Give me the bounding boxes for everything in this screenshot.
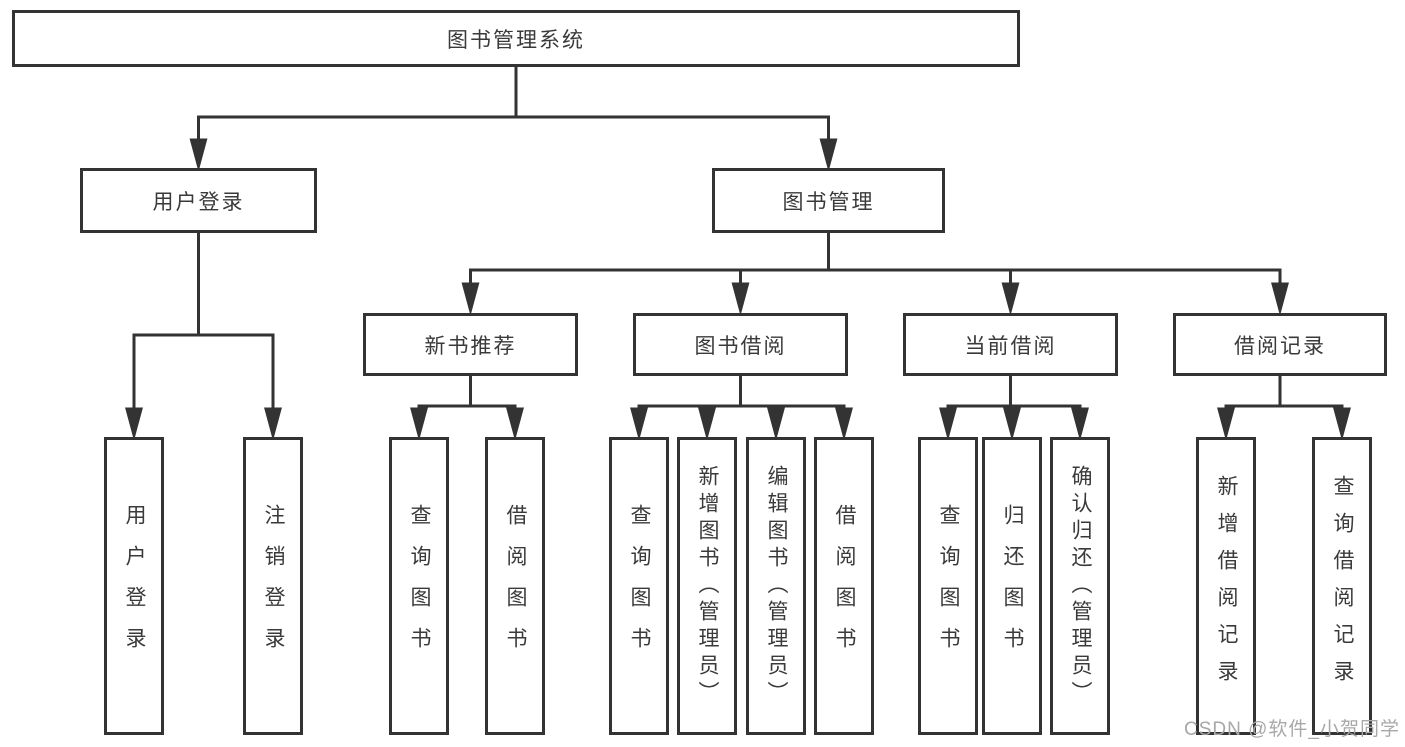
- leaf-label: 确认归还（管理员）: [1069, 464, 1092, 708]
- management-to-modules-connector: [461, 233, 1289, 316]
- leaf-label: 查询图书: [937, 504, 960, 668]
- node-current-borrow: 当前借阅: [903, 313, 1118, 376]
- leaf-label: 用户登录: [123, 504, 146, 668]
- leaf-label: 编辑图书（管理员）: [765, 464, 788, 708]
- login-branch-connector: [125, 233, 282, 441]
- node-book-management: 图书管理: [712, 168, 945, 233]
- node-label: 图书管理系统: [447, 28, 585, 52]
- node-borrow-records: 借阅记录: [1173, 313, 1387, 376]
- node-label: 图书借阅: [694, 334, 787, 358]
- node-book-borrow: 图书借阅: [633, 313, 848, 376]
- node-user-login: 用户登录: [80, 168, 317, 233]
- leaf-label: 借阅图书: [504, 504, 527, 668]
- leaf-label: 新增图书（管理员）: [696, 464, 719, 708]
- leaf-label: 查询图书: [408, 504, 431, 668]
- root-to-branches-connector: [189, 67, 838, 172]
- leaf-label: 新增借阅记录: [1215, 475, 1238, 697]
- newbook-children-connector: [410, 376, 524, 441]
- leaf-label: 查询图书: [628, 504, 651, 668]
- leaf-edit-book-admin: 编辑图书（管理员）: [746, 437, 806, 735]
- leaf-user-login: 用户登录: [104, 437, 164, 735]
- csdn-watermark: CSDN @软件_小贺同学: [1184, 719, 1400, 740]
- leaf-query-books: 查询图书: [389, 437, 449, 735]
- leaf-label: 借阅图书: [833, 504, 856, 668]
- leaf-label: 注销登录: [262, 504, 285, 668]
- leaf-confirm-return-admin: 确认归还（管理员）: [1050, 437, 1110, 735]
- leaf-label: 查询借阅记录: [1331, 475, 1354, 697]
- node-label: 当前借阅: [964, 334, 1057, 358]
- leaf-return-book: 归还图书: [982, 437, 1042, 735]
- leaf-query-books-3: 查询图书: [918, 437, 978, 735]
- node-label: 借阅记录: [1234, 334, 1326, 358]
- currentborrow-children-connector: [939, 376, 1089, 441]
- node-new-book-recommend: 新书推荐: [363, 313, 578, 376]
- leaf-query-books-2: 查询图书: [609, 437, 669, 735]
- borrowrecord-children-connector: [1217, 376, 1351, 441]
- leaf-query-borrow-record: 查询借阅记录: [1312, 437, 1372, 735]
- leaf-borrow-books-2: 借阅图书: [814, 437, 874, 735]
- node-system-root: 图书管理系统: [12, 10, 1020, 67]
- bookborrow-children-connector: [630, 376, 853, 441]
- node-label: 图书管理: [782, 190, 875, 214]
- leaf-label: 归还图书: [1001, 504, 1024, 668]
- leaf-add-book-admin: 新增图书（管理员）: [677, 437, 737, 735]
- leaf-add-borrow-record: 新增借阅记录: [1196, 437, 1256, 735]
- node-label: 用户登录: [152, 190, 245, 214]
- leaf-borrow-books: 借阅图书: [485, 437, 545, 735]
- node-label: 新书推荐: [424, 334, 517, 358]
- leaf-logout: 注销登录: [243, 437, 303, 735]
